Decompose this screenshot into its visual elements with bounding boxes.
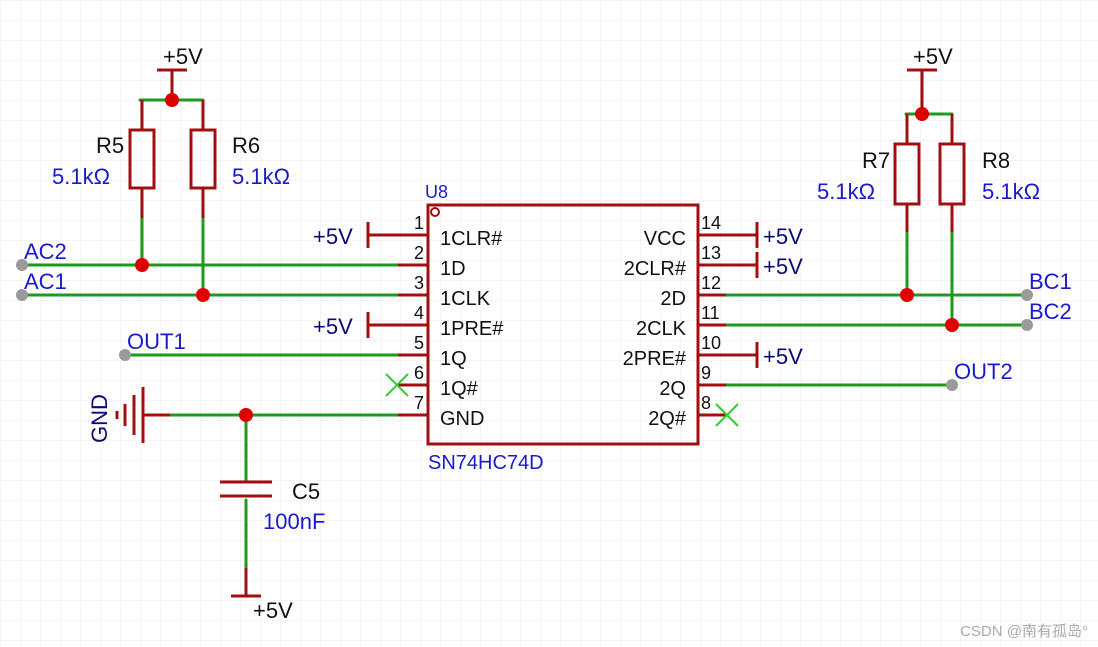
r7-ref: R7: [862, 148, 890, 173]
junction: [165, 93, 179, 107]
power-label-pin4: +5V: [313, 314, 353, 339]
net-label-bc2: BC2: [1029, 299, 1072, 324]
power-label-pin14: +5V: [763, 224, 803, 249]
pin-number: 14: [701, 213, 721, 233]
pin-number: 4: [414, 303, 424, 323]
chip-u8: U8 SN74HC74D 1 2 3 4 5 6 7 1CLR# 1D 1CLK…: [398, 182, 726, 474]
junction: [135, 258, 149, 272]
nc-pin6-b: [385, 373, 409, 397]
resistor-r7: [893, 114, 921, 232]
net-label-bc1: BC1: [1029, 269, 1072, 294]
chip-ref: U8: [425, 182, 448, 202]
r5-value: 5.1kΩ: [52, 164, 110, 189]
vcc-symbol-right: [907, 68, 937, 114]
pin-number: 13: [701, 243, 721, 263]
port-bc1[interactable]: [1021, 289, 1033, 301]
pin-number: 8: [701, 393, 711, 413]
port-out2[interactable]: [946, 379, 958, 391]
pin-number: 5: [414, 333, 424, 353]
pin-name: 1Q: [440, 348, 467, 370]
pin-number: 6: [414, 363, 424, 383]
nc-pin8-b: [715, 403, 739, 427]
resistor-r6: [189, 100, 217, 218]
pin-number: 2: [414, 243, 424, 263]
pin-name: GND: [440, 408, 484, 430]
pin-number: 9: [701, 363, 711, 383]
pin-name: 1D: [440, 258, 466, 280]
pin-number: 11: [701, 303, 720, 323]
pin-name: 1CLR#: [440, 228, 503, 250]
gnd-label: GND: [87, 394, 112, 443]
pin-name: 2PRE#: [623, 348, 687, 370]
vcc-label-right: +5V: [913, 44, 953, 69]
chip-part: SN74HC74D: [428, 452, 544, 474]
c5-ref: C5: [292, 479, 320, 504]
pin-number: 12: [701, 273, 721, 293]
power-label-pin1: +5V: [313, 224, 353, 249]
no-connect-markers: [385, 373, 739, 427]
power-flags: [366, 222, 759, 368]
pin-name: 2Q#: [648, 408, 687, 430]
resistor-r8: [938, 114, 966, 232]
chip-pins-right: [698, 233, 726, 417]
wires: [20, 98, 1029, 570]
pin-number: 10: [701, 333, 721, 353]
net-label-out1: OUT1: [127, 329, 186, 354]
junction: [945, 318, 959, 332]
resistor-r5: [128, 100, 156, 218]
r6-value: 5.1kΩ: [232, 164, 290, 189]
pin-name: VCC: [644, 228, 686, 250]
r8-ref: R8: [982, 148, 1010, 173]
port-bc2[interactable]: [1021, 319, 1033, 331]
pin-name: 2CLR#: [624, 258, 687, 280]
capacitor-c5: [220, 480, 272, 498]
vcc-symbol-bottom: [231, 568, 261, 598]
port-out1[interactable]: [119, 349, 131, 361]
net-ports: [16, 259, 1033, 391]
net-label-ac1: AC1: [24, 269, 67, 294]
r7-value: 5.1kΩ: [817, 179, 875, 204]
junction: [196, 288, 210, 302]
net-label-out2: OUT2: [954, 359, 1013, 384]
pin-name: 1CLK: [440, 288, 491, 310]
pin-number: 7: [414, 393, 424, 413]
junction: [239, 408, 253, 422]
c5-value: 100nF: [263, 509, 325, 534]
pin-name: 1Q#: [440, 378, 479, 400]
ground-symbol: [115, 387, 170, 443]
pin-name: 2Q: [659, 378, 686, 400]
vcc-label-left: +5V: [163, 44, 203, 69]
r6-ref: R6: [232, 133, 260, 158]
chip-pins-left: [398, 233, 428, 417]
pin-name: 1PRE#: [440, 318, 504, 340]
junctions: [135, 93, 959, 422]
pin-number: 3: [414, 273, 424, 293]
port-ac2[interactable]: [16, 259, 28, 271]
junction: [915, 107, 929, 121]
power-label-pin13: +5V: [763, 254, 803, 279]
pin1-marker: [430, 207, 440, 217]
pin-name: 2CLK: [636, 318, 687, 340]
r8-value: 5.1kΩ: [982, 179, 1040, 204]
r5-ref: R5: [96, 133, 124, 158]
pin-name: 2D: [660, 288, 686, 310]
watermark: CSDN @南有孤岛°: [960, 623, 1088, 640]
port-ac1[interactable]: [16, 289, 28, 301]
power-label-pin10: +5V: [763, 344, 803, 369]
junction: [900, 288, 914, 302]
net-label-ac2: AC2: [24, 239, 67, 264]
pin-number: 1: [414, 213, 424, 233]
vcc-label-bottom: +5V: [253, 598, 293, 623]
